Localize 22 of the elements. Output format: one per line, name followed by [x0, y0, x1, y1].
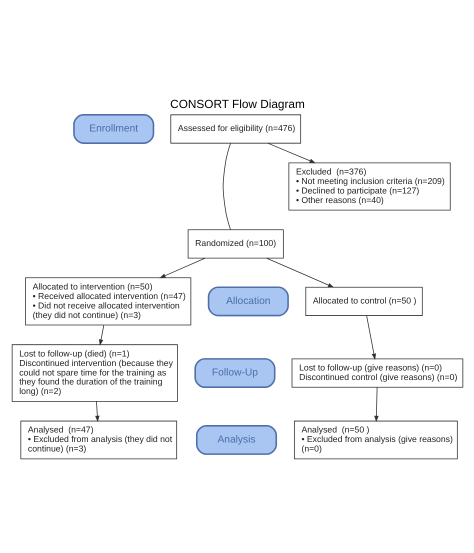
node-box: Allocated to intervention (n=50) • Received allocated intervention (n=47) • Did not receive allocated intervention (they did not continue) (n=3): [24, 276, 191, 325]
arrow: [266, 257, 334, 288]
connector: [222, 142, 230, 230]
node-box: Lost to follow-up (died) (n=1) Discontinued intervention (because they could not spare time for the training as they found the duration of the training long) (n=2): [11, 344, 178, 402]
diagram-title: CONSORT Flow Diagram: [170, 96, 304, 110]
arrow: [94, 400, 100, 422]
arrow: [374, 386, 378, 422]
node-box: Allocation: [207, 286, 288, 316]
arrow: [266, 142, 316, 163]
arrow: [366, 314, 376, 360]
node-box: Analysed (n=47) • Excluded from analysis (they did not continue) (n=3): [20, 420, 177, 459]
node-box: Randomized (n=100): [187, 228, 284, 258]
arrow: [98, 324, 104, 346]
node-box: Assessed for eligibility (n=476): [170, 114, 301, 144]
node-box: Allocated to control (n=50 ): [304, 286, 422, 316]
arrow: [158, 257, 206, 278]
node-box: Lost to follow-up (give reasons) (n=0) Discontinued control (give reasons) (n=0): [291, 358, 463, 388]
node-box: Analysed (n=50 ) • Excluded from analysis (give reasons) (n=0): [293, 420, 458, 459]
node-box: Excluded (n=376) • Not meeting inclusion criteria (n=209) • Declined to participate (n=127) • Other reasons (n=40): [288, 162, 450, 210]
node-box: Follow-Up: [194, 358, 275, 388]
node-box: Enrollment: [72, 114, 154, 144]
node-box: Analysis: [195, 424, 277, 454]
